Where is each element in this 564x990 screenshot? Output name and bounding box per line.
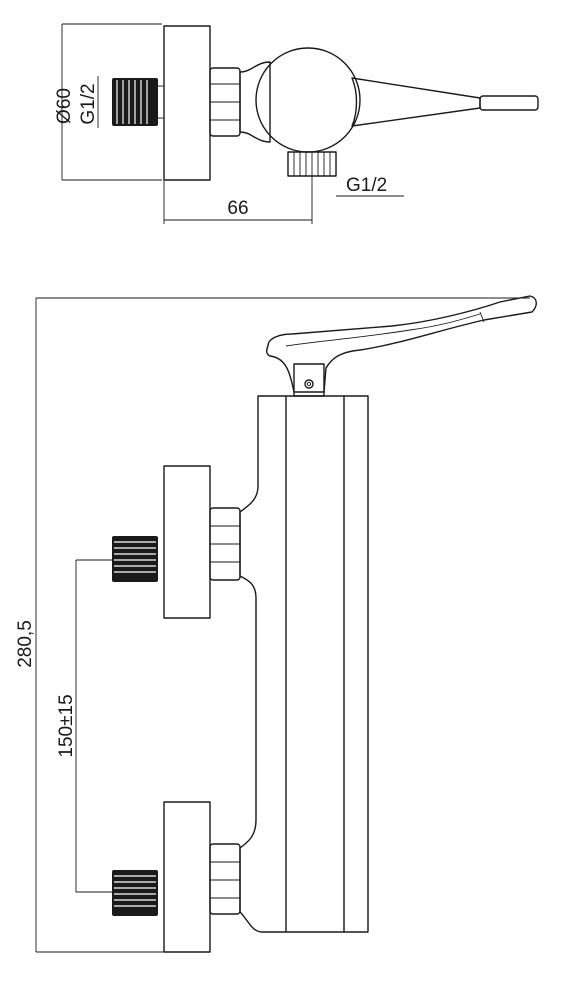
dim-height: 280,5: [15, 297, 530, 953]
dim-depth: 66: [163, 176, 313, 224]
side-body-outline: [239, 395, 369, 933]
dim-depth-label: 66: [227, 198, 248, 219]
dim-outlet-thread-label: G1/2: [346, 175, 387, 196]
dim-outlet-thread: G1/2: [336, 175, 404, 197]
dim-diameter-label: Ø60: [54, 88, 75, 124]
dim-diameter: Ø60: [54, 23, 162, 181]
dim-height-label: 280,5: [15, 620, 36, 668]
dim-inlet-thread: G1/2: [78, 76, 99, 128]
side-lower-inlet: [112, 801, 241, 953]
side-cartridge-stem: [293, 363, 325, 397]
top-outlet-thread: [287, 151, 337, 177]
side-view: 280,5 150±15: [15, 295, 537, 953]
side-upper-inlet: [112, 465, 241, 619]
dim-spacing: 150±15: [56, 559, 112, 893]
top-escutcheon: [163, 25, 211, 181]
top-inlet-thread: [112, 78, 164, 126]
top-view: Ø60 G1/2: [54, 23, 539, 224]
side-lever-tip-joint: [479, 311, 485, 323]
top-lever-tip: [479, 95, 539, 111]
top-neck: [239, 61, 271, 143]
side-lever-ridge: [285, 313, 481, 347]
top-body: [255, 47, 361, 153]
top-lever: [351, 77, 481, 127]
side-lever: [265, 295, 537, 393]
dim-inlet-thread-label: G1/2: [78, 83, 99, 124]
top-nut: [209, 67, 241, 137]
dim-spacing-label: 150±15: [56, 694, 77, 757]
